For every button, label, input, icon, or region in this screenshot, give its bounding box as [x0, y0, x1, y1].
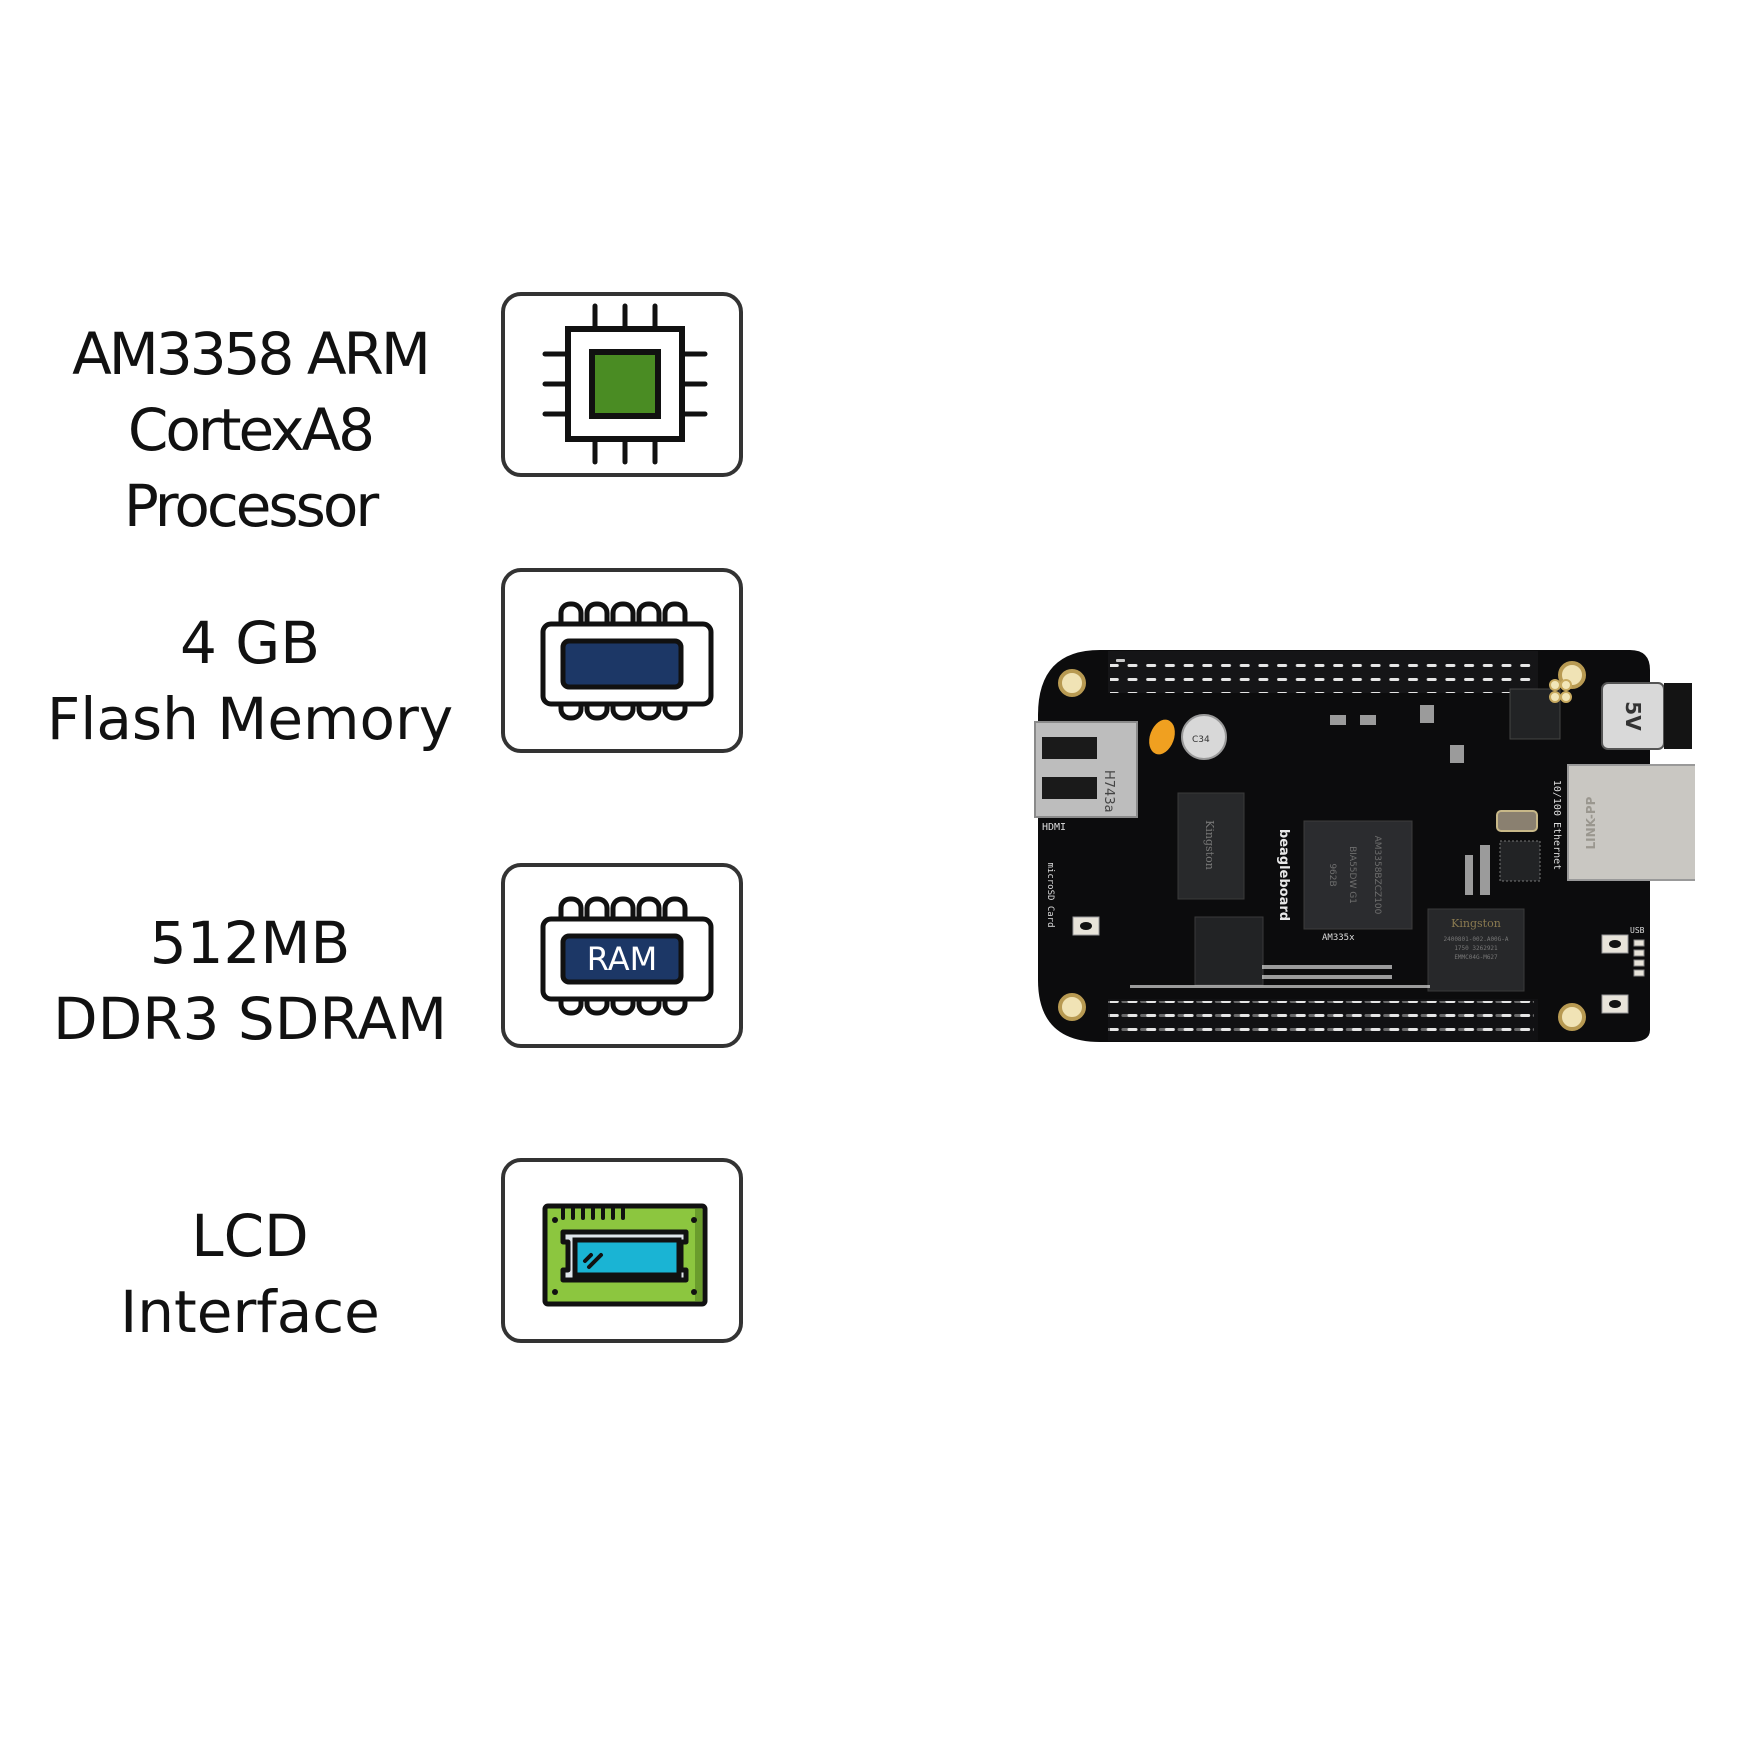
feature-flash-label: 4 GB Flash Memory	[0, 605, 500, 757]
feature-ram-line1: 512MB	[149, 909, 351, 977]
feature-processor-line2: CortexA8 Processor	[123, 396, 379, 540]
feature-processor-line1: AM3358 ARM	[72, 320, 431, 388]
soc-chip	[1303, 820, 1413, 930]
feature-ram-icon-box: RAM	[501, 863, 743, 1048]
memory-chip-icon	[540, 601, 714, 721]
feature-lcd-label: LCD Interface	[0, 1198, 500, 1350]
svg-text:EMMC04G-M627: EMMC04G-M627	[1454, 954, 1498, 961]
ram-chip-text: RAM	[587, 940, 657, 978]
svg-text:USB: USB	[1630, 926, 1645, 935]
ethernet-jack	[1567, 764, 1695, 881]
single-board-computer-image: H743a HDMI C34 Kingston AM3358BZCZ100 BI…	[1034, 650, 1695, 1042]
svg-text:BIA55DW G1: BIA55DW G1	[1347, 846, 1357, 904]
svg-text:beagleboard: beagleboard	[1276, 829, 1291, 921]
feature-flash-icon-box	[501, 568, 743, 753]
cpu-chip-icon	[542, 303, 708, 465]
svg-text:AM3358BZCZ100: AM3358BZCZ100	[1372, 836, 1382, 915]
svg-text:microSD Card: microSD Card	[1045, 862, 1055, 927]
feature-flash-line1: 4 GB	[179, 609, 321, 677]
svg-text:Kingston: Kingston	[1203, 820, 1216, 870]
svg-text:AM335x: AM335x	[1322, 933, 1355, 943]
feature-lcd-icon-box	[501, 1158, 743, 1343]
svg-text:1750 3262921: 1750 3262921	[1454, 945, 1498, 952]
ram-chip-icon: RAM	[540, 896, 714, 1016]
feature-lcd-line1: LCD	[191, 1202, 309, 1270]
svg-text:HDMI: HDMI	[1042, 822, 1066, 833]
svg-text:2400801-002.A00G-A: 2400801-002.A00G-A	[1443, 936, 1508, 943]
flash-chip	[1177, 792, 1245, 900]
feature-ram-label: 512MB DDR3 SDRAM	[0, 905, 500, 1057]
feature-ram-line2: DDR3 SDRAM	[52, 985, 448, 1053]
svg-text:10/100 Ethernet: 10/100 Ethernet	[1551, 780, 1562, 870]
feature-flash-line2: Flash Memory	[46, 685, 454, 753]
lcd-module-icon	[542, 1203, 708, 1307]
svg-text:962B: 962B	[1327, 863, 1337, 886]
feature-processor-icon-box	[501, 292, 743, 477]
feature-lcd-line2: Interface	[120, 1278, 380, 1346]
svg-text:5V: 5V	[1621, 701, 1645, 731]
svg-text:Kingston: Kingston	[1451, 917, 1501, 930]
board-image: H743a HDMI C34 Kingston AM3358BZCZ100 BI…	[1030, 645, 1695, 1050]
svg-text:LINK-PP: LINK-PP	[1584, 796, 1598, 849]
usb-connector	[1034, 721, 1138, 818]
emmc-chip	[1427, 908, 1525, 992]
svg-text:C34: C34	[1192, 735, 1210, 745]
feature-processor-label: AM3358 ARM CortexA8 Processor	[0, 316, 500, 544]
svg-text:H743a: H743a	[1101, 770, 1116, 813]
